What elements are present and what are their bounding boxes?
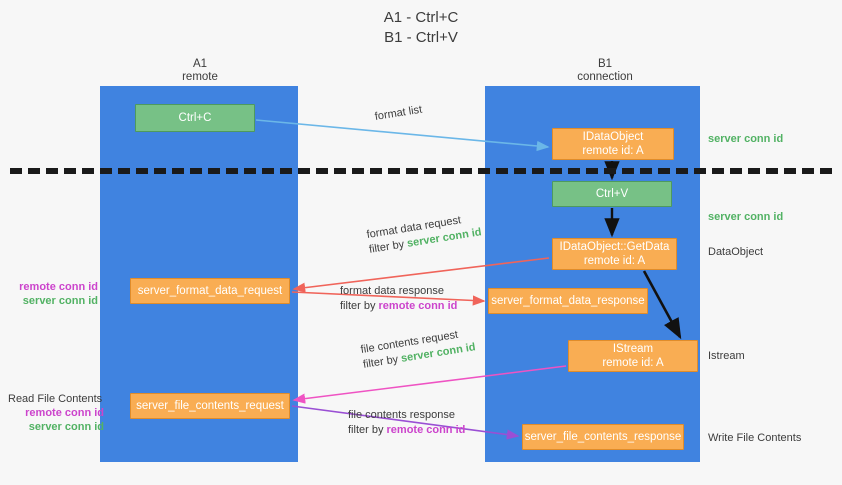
node-idataobject[interactable]: IDataObject remote id: A <box>552 128 674 160</box>
filter-id-remote-conn-id: remote conn id <box>378 300 458 312</box>
annotation-dataobject: DataObject <box>708 246 764 258</box>
node-server-file-contents-response-label: server_file_contents_response <box>524 431 682 443</box>
annotation-server-conn-id: server conn id <box>22 295 98 307</box>
edge-label-format-list: format list <box>374 103 423 125</box>
edge-label-file-contents-response: file contents response filter by remote … <box>348 408 465 438</box>
node-server-format-data-request[interactable]: server_format_data_request <box>130 278 290 304</box>
node-server-format-data-request-label: server_format_data_request <box>137 285 283 297</box>
node-server-file-contents-request-label: server_file_contents_request <box>136 400 284 412</box>
edge-label-format-data-request: format data request filter by server con… <box>366 210 483 257</box>
node-ctrl-c-label: Ctrl+C <box>178 112 212 124</box>
filter-prefix: filter by <box>348 424 387 436</box>
node-istream-line2: remote id: A <box>602 357 664 369</box>
node-getdata-line1: IDataObject::GetData <box>559 241 670 253</box>
node-server-file-contents-request[interactable]: server_file_contents_request <box>130 393 290 419</box>
edge-label-format-list-text: format list <box>373 103 423 123</box>
annotation-server-conn-id-top: server conn id <box>708 133 784 145</box>
node-istream[interactable]: IStream remote id: A <box>568 340 698 372</box>
node-idataobject-line2: remote id: A <box>582 145 644 157</box>
node-getdata-line2: remote id: A <box>583 255 646 267</box>
lane-header-a1: A1 remote <box>182 58 218 83</box>
annotation-conn-ids-left-top: remote conn id server conn id <box>8 280 98 308</box>
security-boundary-divider <box>10 168 832 174</box>
filter-id-remote-conn-id: remote conn id <box>386 424 466 436</box>
node-server-format-data-response-label: server_format_data_response <box>491 295 645 307</box>
node-idataobject-getdata[interactable]: IDataObject::GetData remote id: A <box>552 238 677 270</box>
node-istream-line1: IStream <box>612 343 654 355</box>
node-ctrl-v[interactable]: Ctrl+V <box>552 181 672 207</box>
node-ctrl-c[interactable]: Ctrl+C <box>135 104 255 132</box>
annotation-server-conn-id: server conn id <box>28 421 104 433</box>
annotation-remote-conn-id: remote conn id <box>19 281 98 293</box>
annotation-remote-conn-id: remote conn id <box>25 407 104 419</box>
node-server-file-contents-response[interactable]: server_file_contents_response <box>522 424 684 450</box>
edge-label-format-data-response-text: format data response <box>340 285 444 297</box>
filter-prefix: filter by <box>340 300 379 312</box>
node-idataobject-line1: IDataObject <box>582 131 644 143</box>
edge-label-file-contents-request: file contents request filter by server c… <box>360 325 477 372</box>
annotation-read-file-contents: Read File Contents <box>8 393 103 405</box>
edge-label-format-data-response-filter: filter by remote conn id <box>340 299 457 314</box>
lane-header-b1: B1 connection <box>577 58 633 83</box>
edge-label-file-contents-response-filter: filter by remote conn id <box>348 423 465 438</box>
edge-label-file-contents-response-text: file contents response <box>348 409 456 421</box>
annotation-read-file-contents-group: Read File Contents remote conn id server… <box>8 392 104 434</box>
annotation-server-conn-id-mid: server conn id <box>708 211 784 223</box>
page-title: A1 - Ctrl+C B1 - Ctrl+V <box>383 9 459 46</box>
node-ctrl-v-label: Ctrl+V <box>595 188 629 200</box>
edge-label-format-data-response: format data response filter by remote co… <box>340 284 457 314</box>
annotation-write-file-contents: Write File Contents <box>708 432 802 444</box>
annotation-istream: Istream <box>708 350 745 362</box>
node-server-format-data-response[interactable]: server_format_data_response <box>488 288 648 314</box>
